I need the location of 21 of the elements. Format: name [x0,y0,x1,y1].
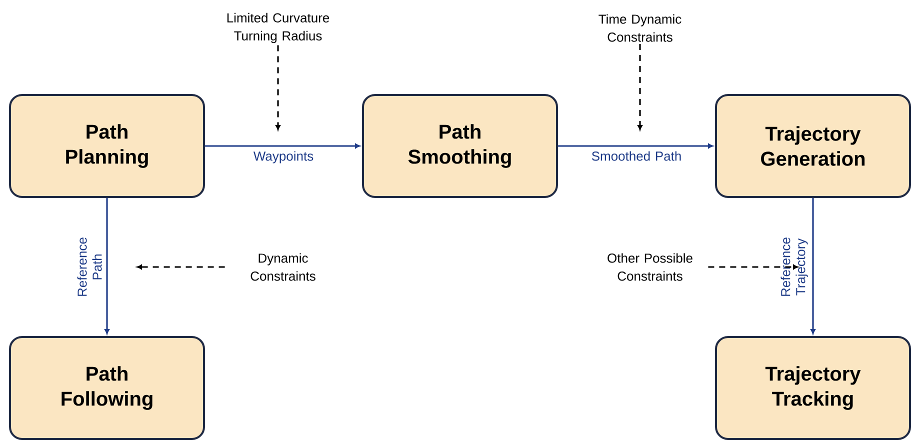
edge-label: Waypoints [253,151,314,164]
process-box: Path Following [9,336,205,440]
arrow [638,44,642,130]
process-box: Trajectory Generation [715,94,911,198]
process-box: Path Smoothing [362,94,558,198]
arrow [104,198,110,334]
constraint-note: Limited Curvature Turning Radius [227,12,330,44]
edge-label: Reference Trajectory [780,238,808,296]
edge-label: Reference Path [77,238,102,296]
constraint-note: Time Dynamic Constraints [598,14,682,42]
constraint-note: Other Possible Constraints [608,253,692,281]
process-box: Path Planning [9,94,205,198]
arrow [205,144,360,148]
arrow [136,264,225,270]
edge-label: Smoothed Path [592,151,681,161]
arrow [810,198,816,334]
process-box: Trajectory Tracking [715,336,911,440]
constraint-note: Dynamic Constraints [250,253,316,281]
arrow [276,45,280,130]
arrow [708,264,798,270]
arrow [558,144,714,148]
